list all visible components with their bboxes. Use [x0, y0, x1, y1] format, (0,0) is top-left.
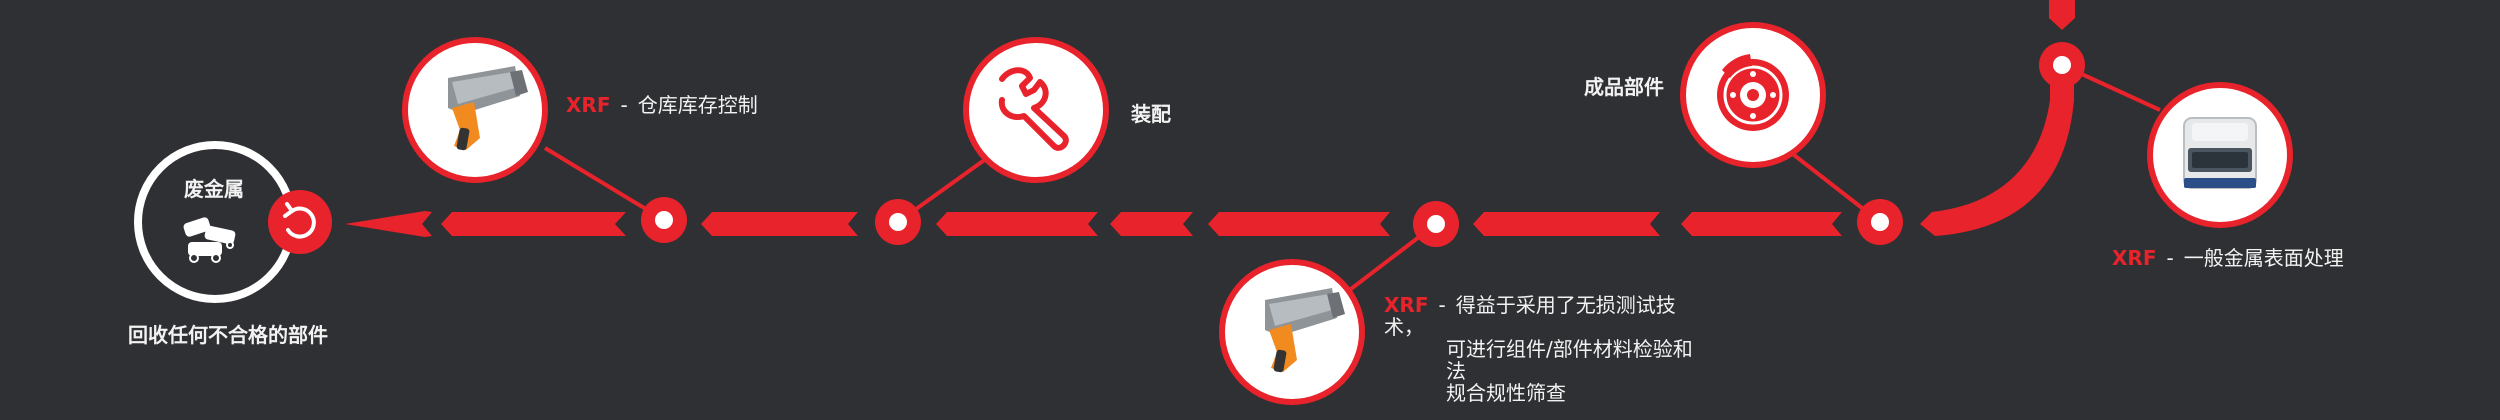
node-marker [641, 197, 687, 243]
node-marker [2039, 42, 2085, 88]
timeline-top-arrow [2049, 0, 2075, 30]
node-markers [641, 42, 2085, 247]
step-testing-text-3: 规合规性筛查 [1446, 381, 1566, 405]
step-inventory-label: XRF-仓库库存控制 [566, 93, 758, 117]
step-surface-label: XRF-一般金属表面处理 [2112, 246, 2344, 270]
timeline-segment [345, 211, 432, 237]
wrench-icon [998, 67, 1069, 151]
brake-disc-icon [1717, 54, 1789, 131]
timeline-segment [936, 212, 1098, 236]
timeline-segment [701, 212, 858, 236]
scrap-cars-icon [183, 217, 236, 263]
step-inventory-text: 仓库库存控制 [637, 93, 758, 117]
timeline-segment [1208, 212, 1390, 236]
step-testing-text-2: 可进行组件/部件材料检验和法 [1446, 337, 1693, 383]
step-testing-label: XRF-得益于采用了无损测试技术， 可进行组件/部件材料检验和法 规合规性筛查 [1384, 294, 1704, 404]
timeline-curve [1920, 100, 2074, 236]
start-title: 废金属 [184, 177, 244, 201]
step-assembly-label: 装配 [1131, 102, 1171, 126]
xrf-prefix: XRF [2112, 246, 2157, 270]
label-separator: - [620, 93, 628, 117]
connector-line [543, 146, 666, 222]
timeline-segment [441, 212, 626, 236]
timeline-track [345, 0, 2075, 237]
timeline-segment [1110, 212, 1193, 236]
label-separator: - [1438, 293, 1446, 317]
timeline-segment [1473, 212, 1660, 236]
timeline-segment [1681, 212, 1842, 236]
benchtop-xrf-icon [2183, 117, 2257, 189]
node-marker [1413, 201, 1459, 247]
connector-lines [543, 63, 2161, 307]
start-caption: 回收任何不合格的部件 [128, 323, 328, 347]
xrf-prefix: XRF [566, 93, 611, 117]
xrf-prefix: XRF [1384, 293, 1429, 317]
node-marker [875, 199, 921, 245]
label-separator: - [2166, 246, 2174, 270]
step-finished-label: 成品部件 [1584, 75, 1664, 99]
step-testing-line-1: XRF-得益于采用了无损测试技术， [1384, 294, 1704, 338]
testing-image-circle [1219, 259, 1365, 405]
node-marker [1857, 199, 1903, 245]
recycle-icon [283, 202, 316, 239]
finished-image-circle [1680, 22, 1826, 168]
surface-image-circle [2147, 82, 2293, 228]
assembly-image-circle [963, 37, 1109, 183]
inventory-image-circle [402, 37, 548, 183]
xrf-analyzer-icon [448, 66, 528, 151]
step-testing-text-1: 得益于采用了无损测试技术， [1384, 293, 1676, 339]
xrf-analyzer-icon [1265, 288, 1345, 373]
step-surface-text: 一般金属表面处理 [2183, 246, 2344, 270]
start-node [134, 141, 332, 303]
